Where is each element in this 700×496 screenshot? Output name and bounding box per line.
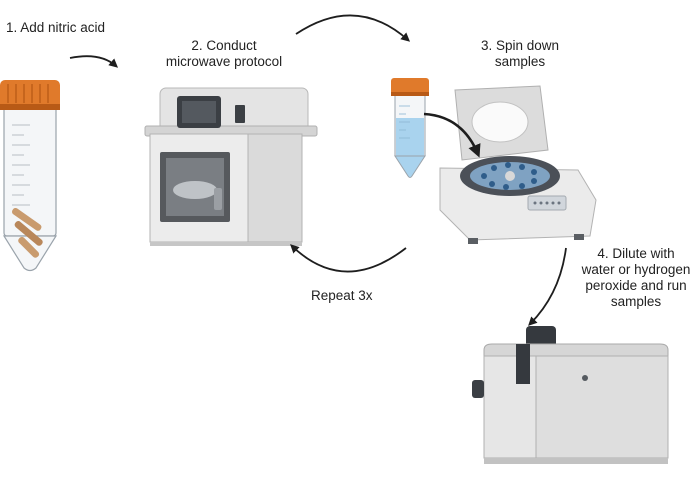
icp-ms-instrument [472,326,669,464]
step-2-label: 2. Conduct microwave protocol [150,38,298,70]
step-3-line-1: 3. Spin down [480,38,560,53]
step-4-line-1: 4. Dilute with [597,246,675,261]
arrow-to-microwave [69,55,119,68]
step-1-label: 1. Add nitric acid [6,20,105,36]
step-4-label: 4. Dilute with water or hydrogen peroxid… [574,246,698,310]
tube-cap [391,78,429,96]
step-3-label: 3. Spin down samples [472,38,568,70]
centrifuge [439,85,597,244]
sample-carousel [173,181,217,199]
repeat-label: Repeat 3x [311,288,373,304]
conical-tube-with-samples [0,80,60,272]
step-2-line-1: 2. Conduct [191,38,257,53]
small-falcon-tube [391,78,429,178]
step-1-text: 1. Add nitric acid [6,20,106,35]
tissue-samples [11,207,43,258]
microwave-digester [144,87,318,246]
arrow-tube-into-centrifuge [423,112,481,158]
sample-introduction-port [526,326,556,348]
step-4-line-3: peroxide and run [585,278,687,293]
step-3-line-2: samples [494,54,546,69]
orange-cap [0,80,60,110]
arrow-to-icp-ms [528,247,567,326]
control-buttons [235,105,245,123]
step-2-line-2: microwave protocol [165,54,283,69]
arrow-repeat [290,244,407,273]
step-4-line-2: water or hydrogen [581,262,691,277]
arrow-to-centrifuge [295,14,411,42]
step-4-line-4: samples [610,294,662,309]
door-handle [214,188,222,210]
repeat-text: Repeat 3x [311,288,373,303]
